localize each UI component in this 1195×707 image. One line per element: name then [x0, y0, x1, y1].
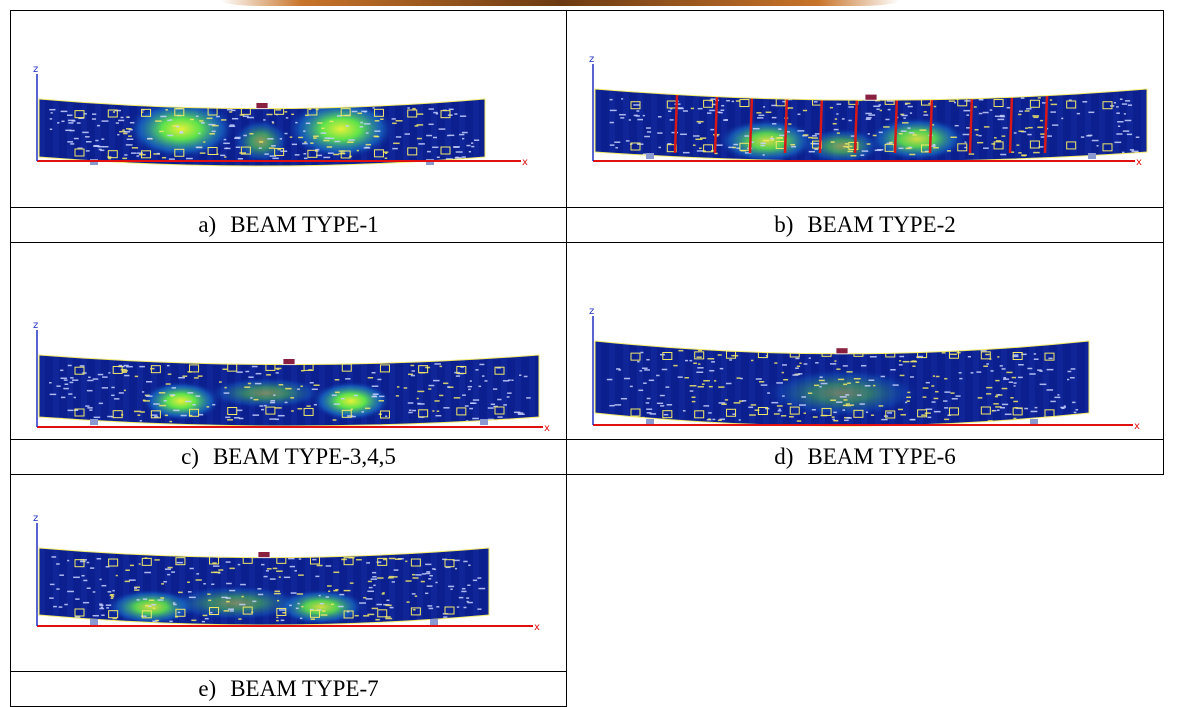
panel-b-caption: b) BEAM TYPE-2 — [566, 207, 1164, 243]
panel-a-caption: a) BEAM TYPE-1 — [10, 207, 567, 243]
beam-outline — [594, 88, 1148, 162]
beam-outline — [38, 354, 540, 427]
z-axis-label: z — [589, 54, 594, 65]
support — [1088, 153, 1096, 159]
support — [90, 619, 98, 625]
support — [430, 619, 438, 625]
panel-d-letter: d) — [774, 444, 794, 469]
x-axis-label: x — [522, 157, 528, 168]
load-plate — [257, 551, 271, 558]
empty-cell — [567, 475, 1164, 672]
z-axis-label: z — [589, 306, 594, 317]
beam-body — [39, 99, 485, 166]
panel-d-caption: d) BEAM TYPE-6 — [566, 439, 1164, 475]
header-decoration — [220, 0, 900, 6]
beam-outline — [594, 340, 1090, 427]
x-axis-label: x — [1136, 157, 1142, 168]
load-plate — [864, 93, 878, 101]
x-axis-label: x — [534, 622, 540, 633]
z-axis-label: z — [33, 320, 38, 331]
panel-c-beam-image: zx — [33, 320, 550, 434]
support — [1030, 419, 1038, 425]
empty-cell — [567, 672, 1164, 707]
panel-b-title: BEAM TYPE-2 — [807, 212, 956, 237]
load-plate — [282, 358, 296, 365]
panel-a-letter: a) — [198, 212, 217, 237]
support — [646, 153, 654, 159]
support — [646, 419, 654, 425]
panel-a-beam-image: zx — [33, 64, 528, 168]
panel-e-caption: e)BEAM TYPE-7 — [10, 671, 567, 707]
beam-outline — [38, 547, 490, 626]
load-plate — [255, 102, 269, 109]
load-plate — [835, 347, 849, 355]
panel-c-caption: c) BEAM TYPE-3,4,5 — [10, 439, 567, 475]
z-axis-label: z — [33, 64, 38, 75]
x-axis-label: x — [544, 423, 550, 434]
beam-body — [595, 89, 1147, 162]
beam-body — [39, 548, 489, 625]
panel-a-title: BEAM TYPE-1 — [230, 212, 379, 237]
z-axis-label: z — [33, 513, 38, 524]
beam-body — [39, 355, 539, 426]
panel-b-beam-image: zx — [589, 54, 1148, 168]
support — [480, 419, 488, 425]
panel-d-beam-image: zx — [589, 306, 1140, 432]
panel-e-beam-image: zx — [33, 513, 540, 633]
beam-outline — [38, 98, 486, 167]
support — [90, 419, 98, 425]
panel-b-letter: b) — [774, 212, 794, 237]
panel-d-title: BEAM TYPE-6 — [807, 444, 956, 469]
beam-body — [595, 341, 1089, 426]
panel-c-title: BEAM TYPE-3,4,5 — [212, 444, 396, 469]
panel-c-letter: c) — [181, 444, 199, 469]
x-axis-label: x — [1134, 421, 1140, 432]
